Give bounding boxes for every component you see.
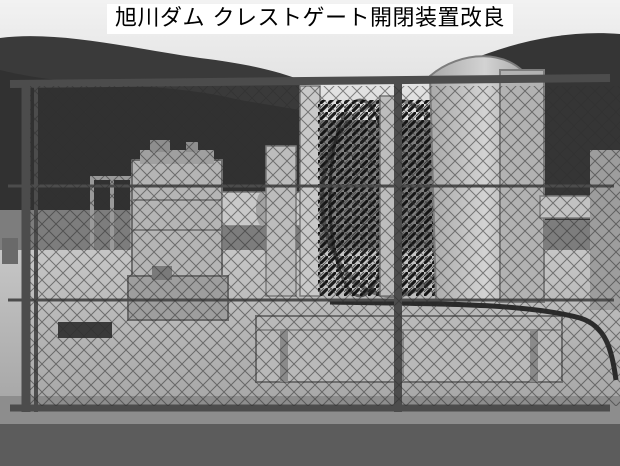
gate-hinge: [2, 238, 18, 264]
ground-strip: [0, 424, 620, 466]
chain-link-mesh: [30, 86, 620, 406]
photo-caption: 旭川ダム クレストゲート開閉装置改良: [107, 4, 513, 34]
